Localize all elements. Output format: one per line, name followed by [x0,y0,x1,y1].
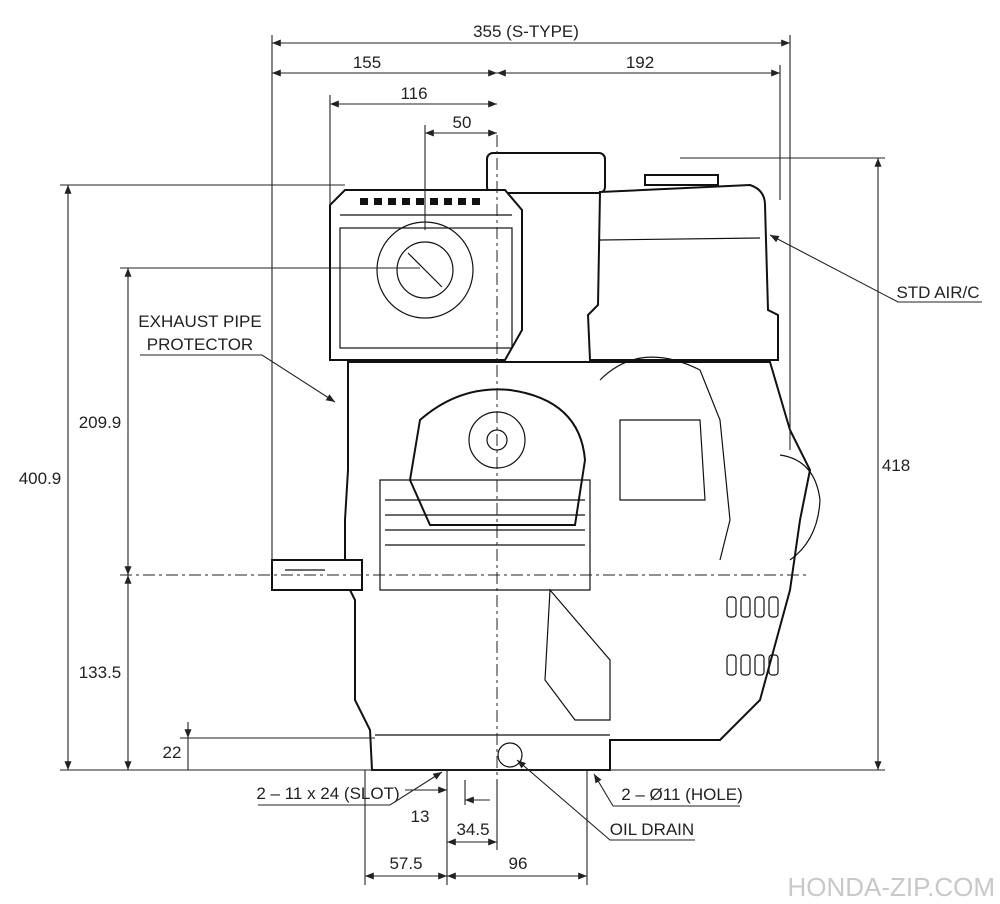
callout-hole: 2 – Ø11 (HOLE) [621,785,743,804]
dim-overall-width: 355 (S-TYPE) [473,22,579,41]
dim-overall-height: 400.9 [19,469,62,488]
engine-illustration [271,152,821,771]
callout-slot: 2 – 11 x 24 (SLOT) [256,784,399,803]
dim-mount-spacing: 96 [509,854,528,873]
callout-exhaust-line1: EXHAUST PIPE [138,312,261,331]
callout-oil-drain: OIL DRAIN [610,820,694,839]
dim-base-thickness: 22 [163,743,182,762]
callout-exhaust-line2: PROTECTOR [147,335,253,354]
dim-drain-offset: 34.5 [456,820,489,839]
extension-lines [60,35,885,885]
leader-oil-drain [516,759,695,841]
callout-air-cleaner: STD AIR/C [896,283,979,302]
dim-air-cleaner-height: 418 [882,456,910,475]
leader-exhaust-protector [140,354,336,403]
dim-center-to-right: 192 [626,53,654,72]
dim-shaft-height: 133.5 [79,663,122,682]
dim-small-offset: 50 [453,113,472,132]
leader-hole [593,773,740,807]
dim-exhaust-offset: 116 [400,84,427,103]
watermark: HONDA-ZIP.COM [787,872,995,902]
dim-shaft-to-mount: 57.5 [389,854,422,873]
leader-air-cleaner [769,234,982,303]
dim-left-to-center: 155 [353,53,381,72]
leader-slot [258,771,443,806]
dim-slot-offset: 13 [411,807,430,826]
dim-shaft-to-top: 209.9 [79,413,122,432]
